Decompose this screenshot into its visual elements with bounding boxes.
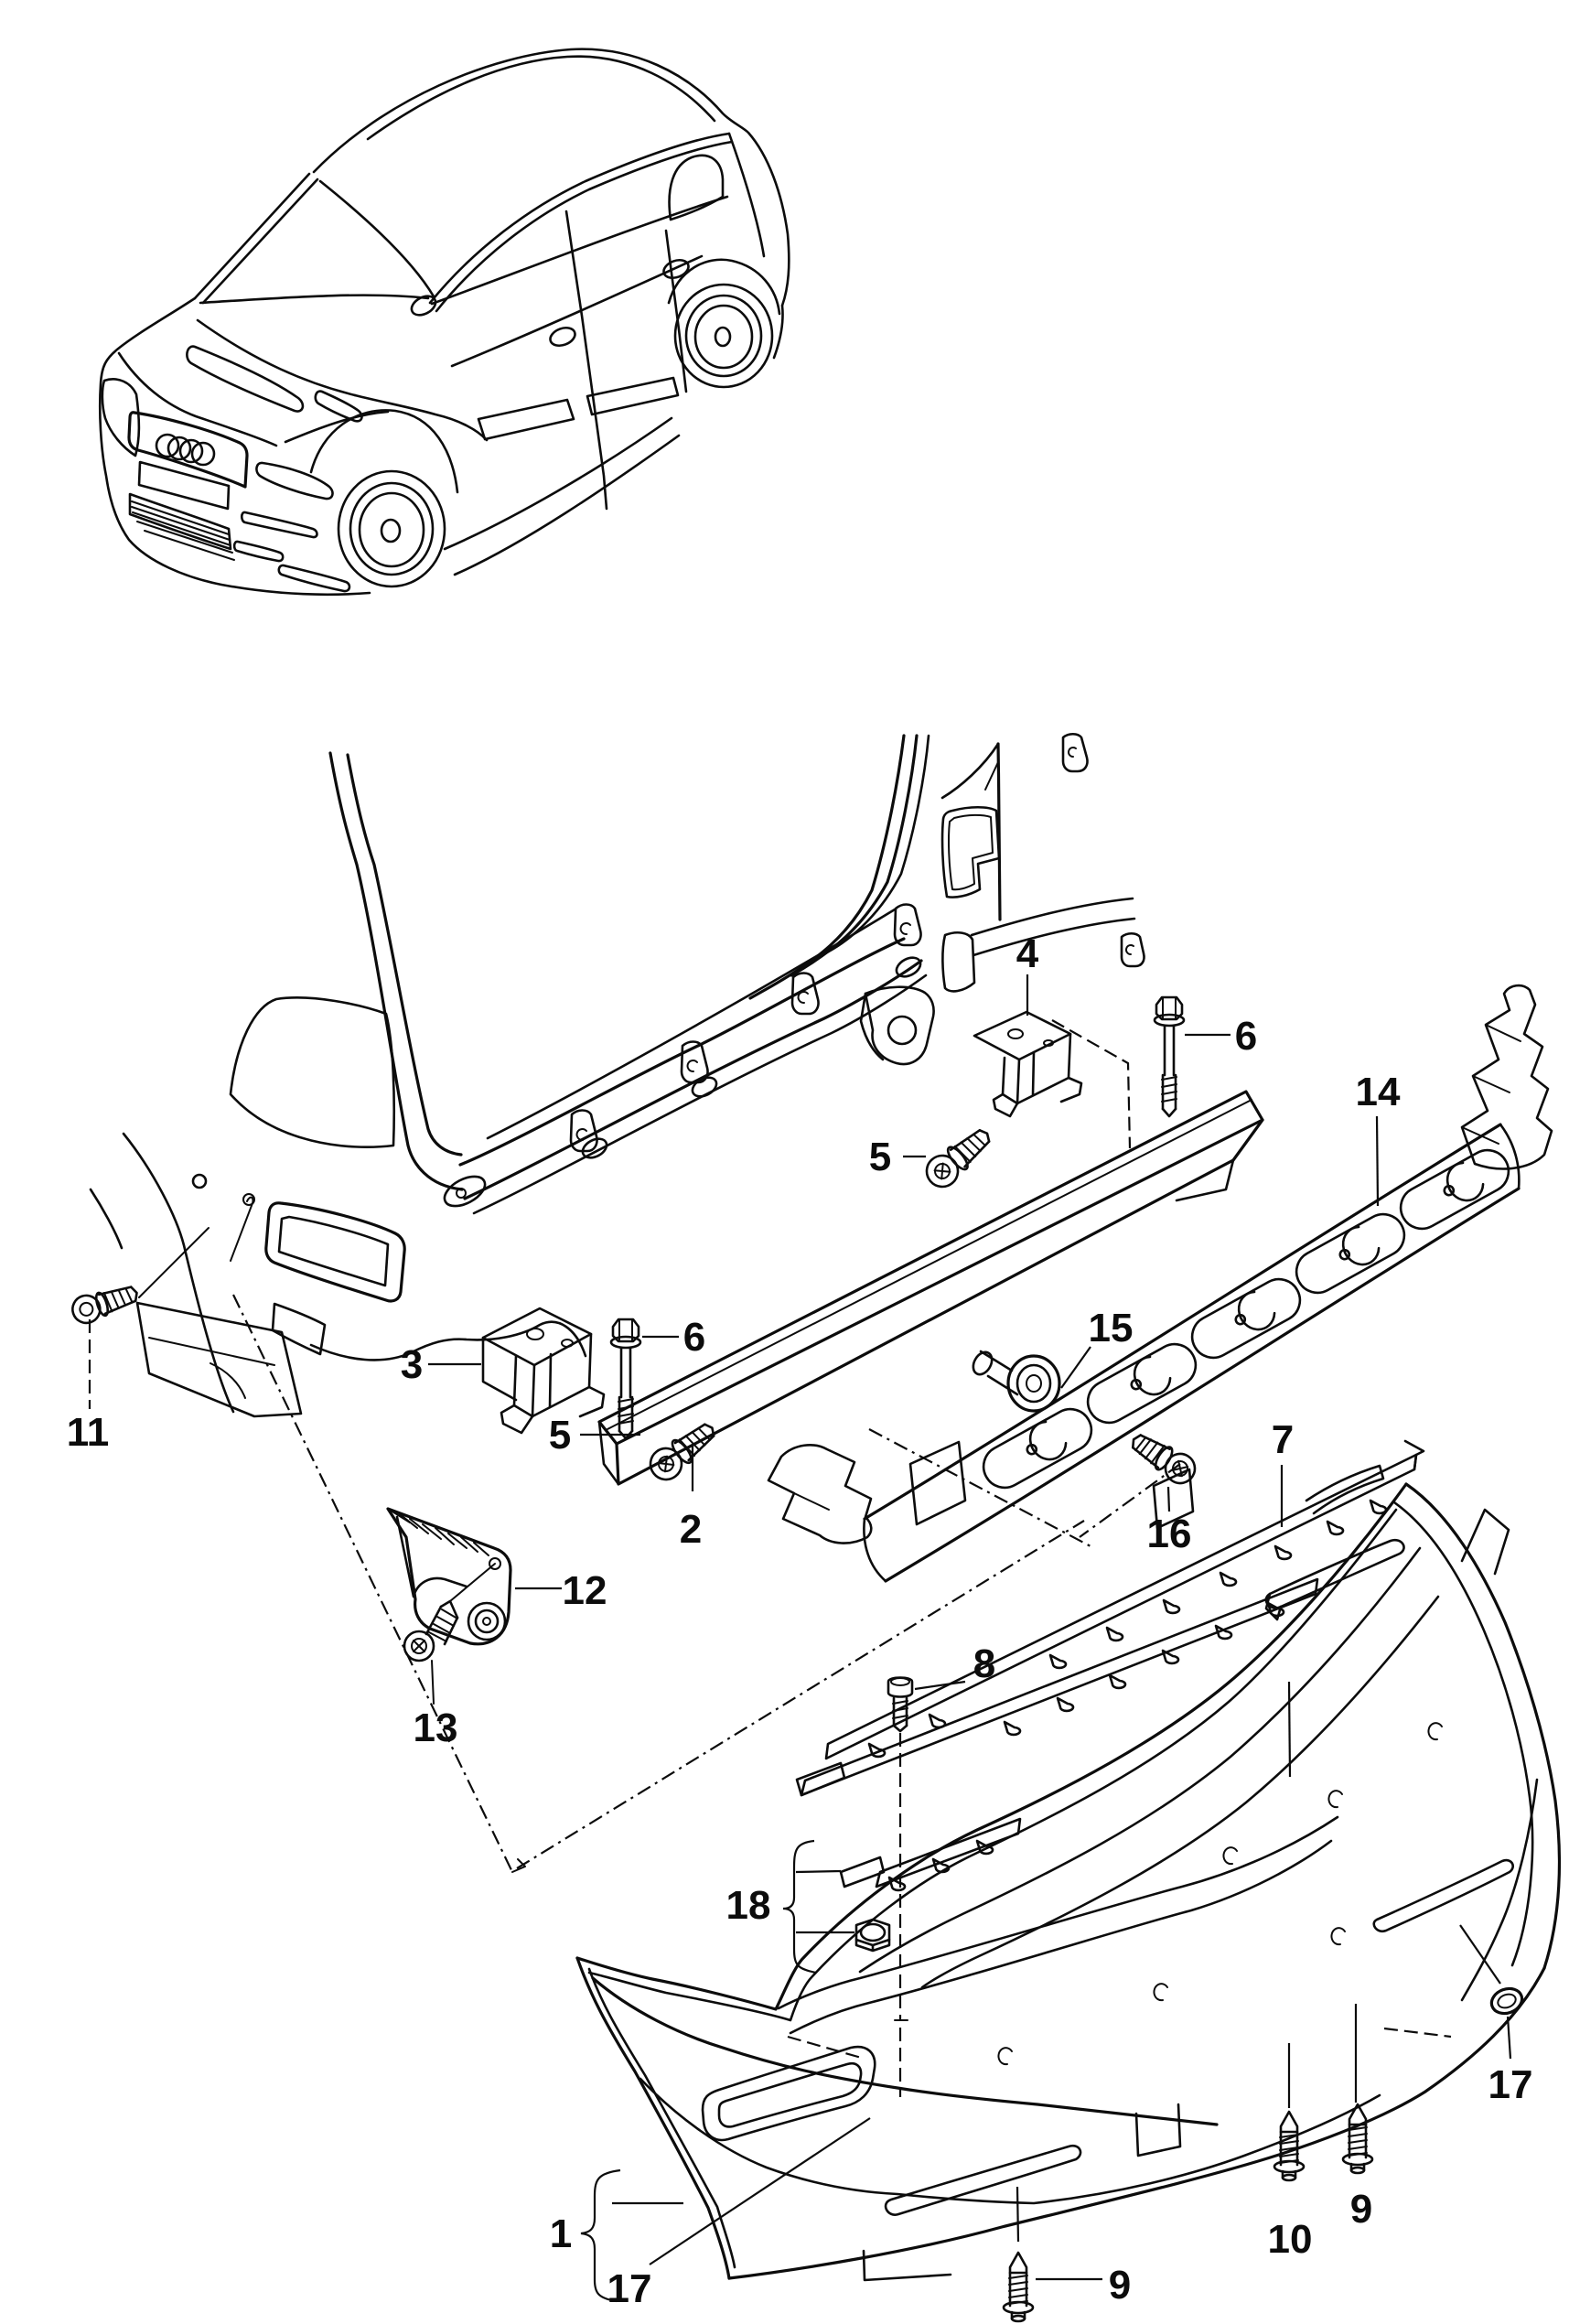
svg-text:16: 16 [1147,1512,1192,1556]
svg-text:12: 12 [563,1568,607,1613]
svg-text:11: 11 [67,1410,110,1455]
svg-text:17: 17 [607,2266,652,2311]
svg-text:9: 9 [1109,2263,1131,2308]
svg-text:5: 5 [549,1413,571,1458]
svg-text:4: 4 [1016,931,1039,976]
svg-text:13: 13 [414,1705,458,1750]
svg-text:6: 6 [683,1315,705,1360]
svg-text:6: 6 [1235,1014,1257,1059]
svg-text:8: 8 [973,1641,995,1686]
svg-text:3: 3 [401,1342,423,1387]
svg-text:5: 5 [869,1135,891,1179]
svg-text:2: 2 [680,1507,702,1552]
svg-text:10: 10 [1268,2217,1313,2262]
svg-text:9: 9 [1350,2187,1372,2232]
svg-text:17: 17 [1488,2062,1533,2107]
svg-text:7: 7 [1272,1417,1294,1462]
svg-text:14: 14 [1356,1070,1401,1114]
svg-text:15: 15 [1089,1306,1134,1350]
svg-text:18: 18 [726,1883,771,1928]
svg-text:1: 1 [550,2211,572,2256]
